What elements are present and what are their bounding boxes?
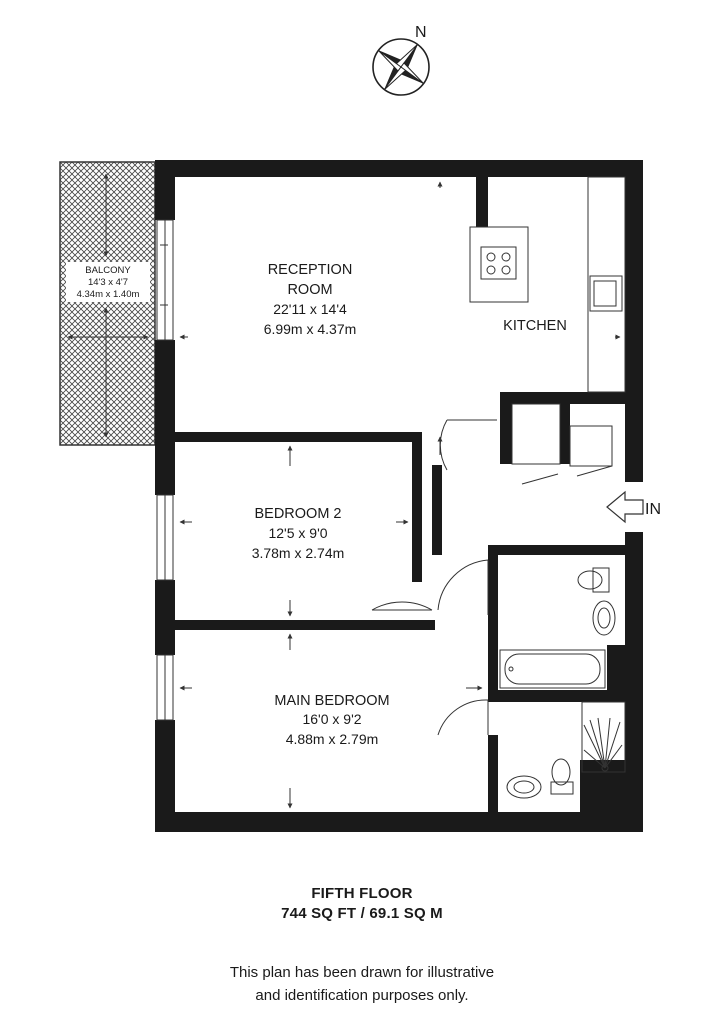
bath-icon bbox=[499, 649, 606, 689]
disclaimer-line2: and identification purposes only. bbox=[255, 987, 469, 1004]
reception-imperial: 22'11 x 14'4 bbox=[273, 301, 347, 317]
floor-name: FIFTH FLOOR bbox=[311, 885, 413, 902]
disclaimer-line1: This plan has been drawn for illustrativ… bbox=[229, 964, 495, 981]
balcony-imperial: 14'3 x 4'7 bbox=[88, 277, 128, 288]
dimension-arrows bbox=[179, 181, 621, 809]
kitchen-sink-icon bbox=[589, 275, 623, 312]
exterior-walls bbox=[155, 160, 643, 832]
main-bedroom-name: MAIN BEDROOM bbox=[274, 693, 389, 709]
kitchen-units bbox=[469, 176, 626, 393]
windows bbox=[156, 219, 174, 721]
door-swings bbox=[160, 244, 497, 736]
floor-area: 744 SQ FT / 69.1 SQ M bbox=[281, 905, 443, 922]
kitchen-name: KITCHEN bbox=[503, 318, 567, 334]
compass-rose-icon bbox=[372, 38, 430, 96]
balcony-area bbox=[59, 161, 156, 446]
balcony-name: BALCONY bbox=[85, 265, 131, 276]
disclaimer: This plan has been drawn for illustrativ… bbox=[0, 961, 724, 1007]
bedroom2-imperial: 12'5 x 9'0 bbox=[268, 525, 327, 541]
entrance-label: IN bbox=[645, 501, 661, 518]
hall-cupboards bbox=[511, 403, 613, 485]
reception-name-line1: RECEPTION bbox=[268, 262, 353, 278]
entrance-arrow-icon bbox=[606, 490, 644, 524]
reception-metric: 6.99m x 4.37m bbox=[264, 321, 357, 337]
main-bedroom-metric: 4.88m x 2.79m bbox=[286, 731, 379, 747]
north-label: N bbox=[415, 24, 427, 41]
basin-icon bbox=[506, 600, 616, 799]
balcony-metric: 4.34m x 1.40m bbox=[77, 289, 140, 300]
balcony-label-box bbox=[66, 262, 150, 302]
bedroom2-name: BEDROOM 2 bbox=[254, 506, 341, 522]
interior-walls bbox=[175, 177, 625, 812]
main-bedroom-imperial: 16'0 x 9'2 bbox=[302, 711, 361, 727]
hob-icon bbox=[480, 246, 517, 280]
bedroom2-metric: 3.78m x 2.74m bbox=[252, 545, 345, 561]
floor-summary: FIFTH FLOOR 744 SQ FT / 69.1 SQ M bbox=[0, 884, 724, 924]
reception-name-line2: ROOM bbox=[287, 282, 332, 298]
toilet-icon bbox=[550, 567, 610, 795]
shower-icon bbox=[581, 701, 626, 773]
